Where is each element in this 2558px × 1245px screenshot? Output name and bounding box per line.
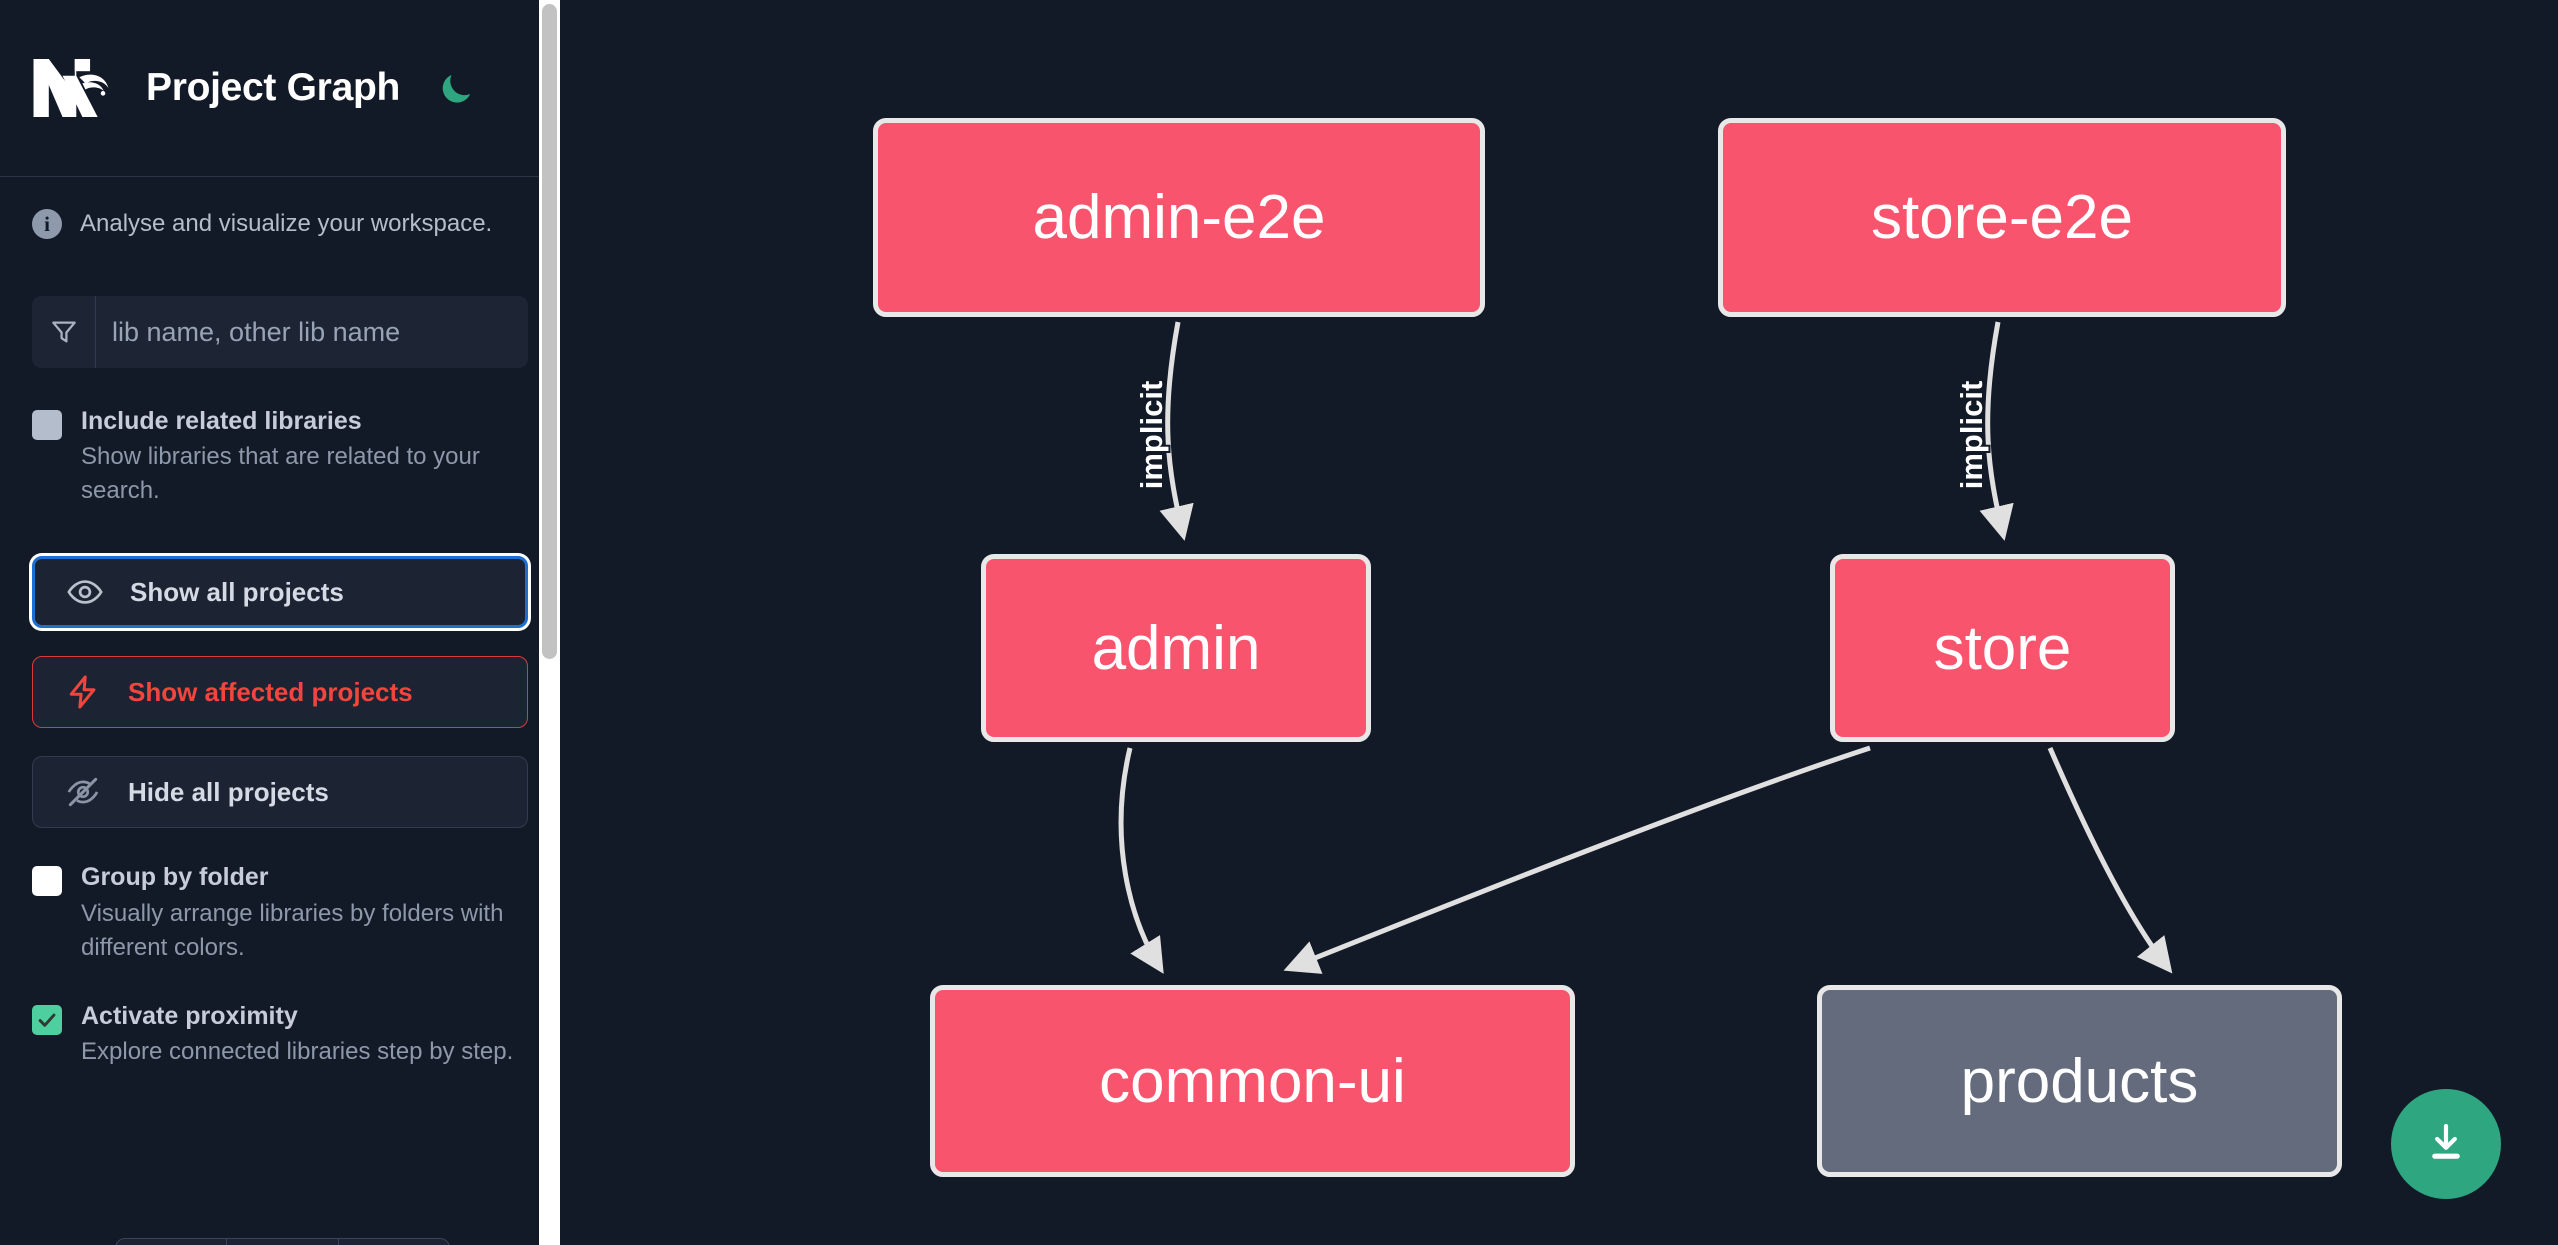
checkbox-label-include-related-libraries: Include related libraries bbox=[81, 407, 362, 435]
show-affected-projects-label: Show affected projects bbox=[128, 676, 413, 707]
edge-admin-e2e-to-admin bbox=[1159, 321, 1194, 541]
filter-icon bbox=[32, 296, 96, 368]
tagline-row: i Analyse and visualize your workspace. bbox=[32, 209, 528, 239]
eye-off-icon bbox=[64, 773, 106, 811]
graph-canvas[interactable]: implicit implicit admin-e2e store-e2e ad… bbox=[560, 0, 2558, 1245]
graph-node-label-products: products bbox=[1960, 1046, 2199, 1116]
checkbox-input-group-by-folder[interactable] bbox=[32, 866, 62, 897]
graph-node-admin[interactable]: admin bbox=[981, 554, 1371, 742]
project-visibility-buttons: Show all projects Show affected projects bbox=[32, 556, 528, 829]
checkbox-label-group-by-folder: Group by folder bbox=[81, 863, 269, 892]
checkbox-include-related-libraries[interactable]: Include related libraries Show libraries… bbox=[32, 406, 528, 508]
checkbox-activate-proximity[interactable]: Activate proximity Explore connected lib… bbox=[32, 1001, 528, 1069]
graph-node-common-ui[interactable]: common-ui bbox=[930, 985, 1575, 1177]
sidebar-header: Project Graph bbox=[0, 0, 560, 177]
download-icon bbox=[2422, 1119, 2470, 1170]
edge-label-implicit-admin: implicit bbox=[1134, 381, 1169, 490]
info-icon: i bbox=[32, 209, 62, 239]
graph-node-label-admin: admin bbox=[1091, 613, 1261, 683]
proximity-segmented-control[interactable] bbox=[115, 1238, 450, 1245]
graph-node-label-store: store bbox=[1933, 613, 2072, 683]
checkbox-input-activate-proximity[interactable] bbox=[32, 1004, 62, 1035]
checkbox-input-include-related-libraries[interactable] bbox=[32, 410, 62, 440]
graph-edges: implicit implicit bbox=[1118, 321, 2173, 974]
moon-icon[interactable] bbox=[434, 66, 478, 110]
graph-node-store-e2e[interactable]: store-e2e bbox=[1718, 118, 2286, 317]
sidebar-scrollbar-thumb[interactable] bbox=[542, 4, 557, 659]
edge-admin-to-common-ui bbox=[1118, 747, 1164, 974]
proximity-segment-1[interactable] bbox=[116, 1239, 228, 1245]
eye-icon bbox=[66, 573, 108, 611]
proximity-segment-3[interactable] bbox=[339, 1239, 449, 1245]
hide-all-projects-label: Hide all projects bbox=[128, 776, 329, 807]
proximity-segment-2[interactable] bbox=[227, 1239, 339, 1245]
tagline-text: Analyse and visualize your workspace. bbox=[80, 210, 493, 237]
graph-node-store[interactable]: store bbox=[1830, 554, 2175, 742]
edge-label-implicit-store: implicit bbox=[1954, 381, 1989, 490]
sidebar: Project Graph i Analyse and visualize yo… bbox=[0, 0, 560, 1245]
graph-node-label-common-ui: common-ui bbox=[1099, 1046, 1406, 1116]
show-affected-projects-button[interactable]: Show affected projects bbox=[32, 656, 528, 729]
search-box[interactable] bbox=[32, 296, 528, 368]
graph-node-products[interactable]: products bbox=[1817, 985, 2342, 1177]
checkbox-description-group-by-folder: Visually arrange libraries by folders wi… bbox=[81, 899, 504, 961]
edge-store-to-products bbox=[2047, 747, 2173, 974]
checkbox-description-include-related-libraries: Show libraries that are related to your … bbox=[81, 443, 480, 505]
edge-store-e2e-to-store bbox=[1979, 321, 2014, 541]
edge-store-to-common-ui bbox=[1283, 745, 1871, 974]
app-title: Project Graph bbox=[146, 66, 400, 109]
download-graph-button[interactable] bbox=[2391, 1089, 2501, 1199]
sidebar-scrollbar-track[interactable] bbox=[539, 0, 560, 1245]
checkbox-description-activate-proximity: Explore connected libraries step by step… bbox=[81, 1038, 514, 1066]
checkbox-label-activate-proximity: Activate proximity bbox=[81, 1001, 298, 1030]
checkbox-group-by-folder[interactable]: Group by folder Visually arrange librari… bbox=[32, 862, 528, 964]
show-all-projects-button[interactable]: Show all projects bbox=[32, 556, 528, 629]
search-input[interactable] bbox=[96, 296, 528, 368]
graph-node-label-admin-e2e: admin-e2e bbox=[1032, 183, 1326, 252]
hide-all-projects-button[interactable]: Hide all projects bbox=[32, 756, 528, 829]
nx-logo bbox=[32, 57, 116, 119]
graph-node-label-store-e2e: store-e2e bbox=[1871, 183, 2133, 252]
show-all-projects-label: Show all projects bbox=[130, 576, 344, 607]
sidebar-body: i Analyse and visualize your workspace. … bbox=[0, 209, 560, 1069]
graph-node-admin-e2e[interactable]: admin-e2e bbox=[873, 118, 1485, 317]
lightning-bolt-icon bbox=[64, 673, 106, 711]
